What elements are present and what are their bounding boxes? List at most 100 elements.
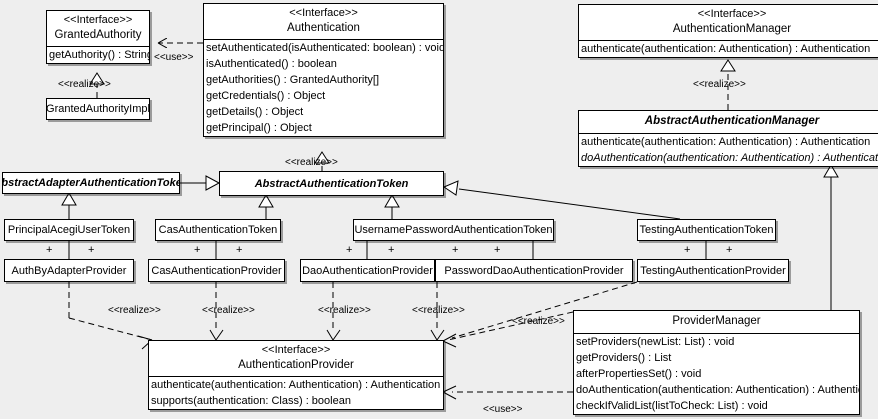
edge-token-provider-associations <box>68 240 707 259</box>
operation: checkIfValidList(listToCheck: List) : vo… <box>576 400 768 412</box>
divider <box>579 133 878 134</box>
class-authentication[interactable]: <<Interface>> Authentication setAuthenti… <box>203 3 444 137</box>
divider <box>149 376 443 377</box>
class-auth-by-adapter-provider[interactable]: AuthByAdapterProvider <box>4 259 134 282</box>
operation: getAuthorities() : GrantedAuthority[] <box>206 74 380 86</box>
edge-label-realize-granted-authority-impl: <<realize>> <box>58 79 111 90</box>
class-name: DaoAuthenticationProvider <box>302 264 433 277</box>
class-name: Authentication <box>287 22 360 34</box>
class-name: AbstractAuthenticationManager <box>644 115 820 127</box>
operation: getCredentials() : Object <box>206 90 326 102</box>
operation: setProviders(newList: List) : void <box>576 336 735 348</box>
association-end-plus: + <box>346 244 353 256</box>
association-end-plus: + <box>452 244 459 256</box>
class-stereotype: <<Interface>> <box>63 14 133 26</box>
edge-castoken-extends-abstracttoken <box>258 194 274 219</box>
operations-compartment: authenticate(authentication: Authenticat… <box>149 377 443 409</box>
operations-compartment: setAuthenticated(isAuthenticated: boolea… <box>204 40 443 136</box>
association-end-plus: + <box>194 244 201 256</box>
class-header: <<Interface>> GrantedAuthority <box>47 11 149 46</box>
operation: getDetails() : Object <box>206 106 304 118</box>
divider <box>579 40 878 41</box>
edge-label-realize-cas-provider: <<realize>> <box>202 305 255 316</box>
class-granted-authority-impl[interactable]: GrantedAuthorityImpl <box>46 98 150 120</box>
class-password-dao-authentication-provider[interactable]: PasswordDaoAuthenticationProvider <box>435 259 633 282</box>
class-name: ProviderManager <box>672 315 761 327</box>
divider <box>47 46 149 47</box>
class-stereotype: <<Interface>> <box>697 8 767 20</box>
class-cas-authentication-token[interactable]: CasAuthenticationToken <box>155 219 281 241</box>
class-abstract-adapter-authentication-token[interactable]: AbstractAdapterAuthenticationToken <box>2 172 180 194</box>
class-name: AbstractAdapterAuthenticationToken <box>2 177 180 189</box>
class-principal-acegi-user-token[interactable]: PrincipalAcegiUserToken <box>4 219 134 241</box>
class-username-password-authentication-token[interactable]: UsernamePasswordAuthenticationToken <box>353 219 554 241</box>
association-end-plus: + <box>726 244 733 256</box>
class-name: CasAuthenticationToken <box>158 224 278 236</box>
operations-compartment: getAuthority() : String <box>47 47 149 63</box>
class-header: <<Interface>> AuthenticationManager <box>579 5 878 40</box>
class-authentication-manager[interactable]: <<Interface>> AuthenticationManager auth… <box>578 4 878 58</box>
class-abstract-authentication-manager[interactable]: AbstractAuthenticationManager authentica… <box>578 110 878 167</box>
association-end-plus: + <box>46 244 53 256</box>
class-stereotype: <<Interface>> <box>261 344 331 356</box>
class-name: AuthenticationProvider <box>238 359 354 371</box>
edge-label-realize-authentication-token: <<realize>> <box>285 157 338 168</box>
edge-abstractadaptertoken-extends-abstracttoken <box>180 175 221 191</box>
edge-label-realize-dao-provider: <<realize>> <box>318 305 371 316</box>
operations-compartment: authenticate(authentication: Authenticat… <box>579 134 878 166</box>
edge-label-use-granted-authority: <<use>> <box>154 52 194 63</box>
class-name: AuthByAdapterProvider <box>11 264 127 277</box>
class-header: ProviderManager <box>574 311 859 333</box>
operation: authenticate(authentication: Authenticat… <box>151 379 441 391</box>
association-end-plus: + <box>88 244 95 256</box>
edge-testingtoken-extends-abstracttoken <box>442 180 681 220</box>
divider <box>204 39 443 40</box>
operation: getPrincipal() : Object <box>206 122 312 134</box>
class-authentication-provider[interactable]: <<Interface>> AuthenticationProvider aut… <box>148 340 444 410</box>
operation: doAuthentication(authentication: Authent… <box>576 384 860 396</box>
class-cas-authentication-provider[interactable]: CasAuthenticationProvider <box>148 259 285 282</box>
class-testing-authentication-provider[interactable]: TestingAuthenticationProvider <box>637 259 789 282</box>
association-end-plus: + <box>684 244 691 256</box>
divider <box>574 333 859 334</box>
class-dao-authentication-provider[interactable]: DaoAuthenticationProvider <box>300 259 435 282</box>
operation: setAuthenticated(isAuthenticated: boolea… <box>206 42 444 54</box>
class-abstract-authentication-token[interactable]: AbstractAuthenticationToken <box>219 171 444 196</box>
operation: afterPropertiesSet() : void <box>576 368 702 380</box>
edge-label-realize-password-dao-provider: <<realize>> <box>412 305 465 316</box>
class-header: <<Interface>> Authentication <box>204 4 443 39</box>
edge-label-realize-abstract-auth-manager: <<realize>> <box>693 79 746 90</box>
association-end-plus: + <box>236 244 243 256</box>
edge-providermanager-uses-authenticationprovider <box>442 385 573 400</box>
operation: supports(authentication: Class) : boolea… <box>151 395 351 407</box>
edge-principalacegiusertoken-extends-adaptertoken <box>61 192 77 219</box>
class-name: UsernamePasswordAuthenticationToken <box>354 224 553 236</box>
class-header: <<Interface>> AuthenticationProvider <box>149 341 443 376</box>
class-name: PrincipalAcegiUserToken <box>7 224 131 236</box>
operation: authenticate(authentication: Authenticat… <box>581 136 871 148</box>
class-stereotype: <<Interface>> <box>289 7 358 19</box>
edge-label-realize-testing-provider: <<realize>> <box>512 316 565 327</box>
association-end-plus: + <box>494 244 501 256</box>
class-name: AbstractAuthenticationToken <box>254 177 409 190</box>
operation: getAuthority() : String <box>49 49 150 61</box>
edge-usernamepasswordtoken-extends-abstracttoken <box>384 194 400 219</box>
operation: doAuthentication(authentication: Authent… <box>581 152 878 164</box>
association-end-plus: + <box>388 244 395 256</box>
operation: getProviders() : List <box>576 352 672 364</box>
class-provider-manager[interactable]: ProviderManager setProviders(newList: Li… <box>573 310 860 415</box>
class-granted-authority[interactable]: <<Interface>> GrantedAuthority getAuthor… <box>46 10 150 64</box>
operation: authenticate(authentication: Authenticat… <box>581 43 871 55</box>
class-name: GrantedAuthority <box>54 29 142 41</box>
edge-label-realize-auth-by-adapter: <<realize>> <box>108 305 161 316</box>
class-name: CasAuthenticationProvider <box>151 264 282 277</box>
class-name: AuthenticationManager <box>672 23 792 35</box>
class-name: TestingAuthenticationProvider <box>640 264 786 277</box>
operations-compartment: authenticate(authentication: Authenticat… <box>579 41 878 57</box>
edge-providermanager-extends-abstractauthmanager <box>823 164 839 310</box>
class-name: GrantedAuthorityImpl <box>46 103 150 115</box>
class-testing-authentication-token[interactable]: TestingAuthenticationToken <box>637 219 776 241</box>
operations-compartment: setProviders(newList: List) : void getPr… <box>574 334 859 414</box>
class-header: AbstractAuthenticationManager <box>579 111 878 133</box>
